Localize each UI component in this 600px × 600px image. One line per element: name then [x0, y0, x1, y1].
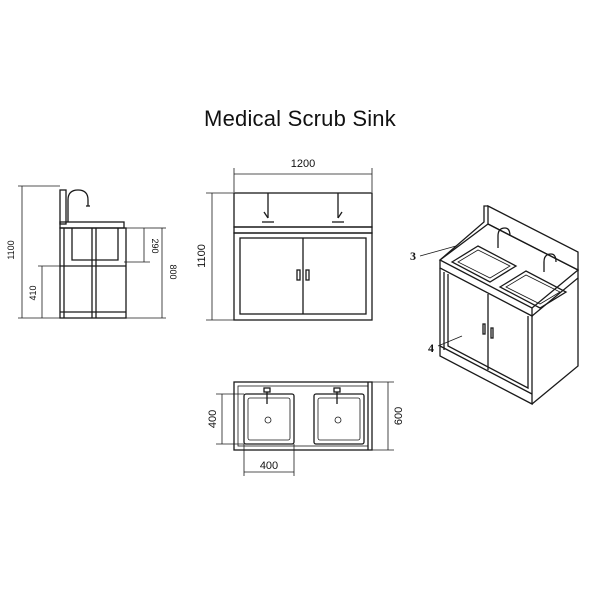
dim-side-counter-height: 800 [168, 264, 178, 279]
callout-4: 4 [428, 341, 434, 355]
front-door-handle-right [305, 269, 310, 281]
top-basin-right [313, 387, 365, 445]
dim-overall-depth: 600 [393, 407, 405, 425]
dim-overall-width: 1200 [291, 158, 315, 170]
front-faucet-left [262, 193, 274, 223]
dim-basin-length: 400 [260, 460, 278, 472]
top-view: 400 400 600 [207, 381, 405, 476]
iso-door-handle-right [490, 327, 494, 339]
callout-3: 3 [410, 249, 416, 263]
iso-door-handle-left [482, 323, 486, 335]
isometric-view: 3 4 [410, 204, 580, 406]
side-view: 1100 410 290 800 [6, 185, 178, 319]
front-view: 1200 1100 [196, 158, 373, 321]
dim-side-height: 1100 [6, 240, 16, 259]
dim-side-basin-depth: 290 [150, 238, 160, 253]
top-basin-left [243, 387, 295, 445]
front-faucet-right [332, 193, 344, 223]
dim-basin-width: 400 [207, 410, 219, 428]
dim-overall-height: 1100 [196, 244, 208, 268]
page-title: Medical Scrub Sink [204, 106, 396, 131]
dim-side-leg-height: 410 [28, 285, 38, 300]
front-door-handle-left [296, 269, 301, 281]
